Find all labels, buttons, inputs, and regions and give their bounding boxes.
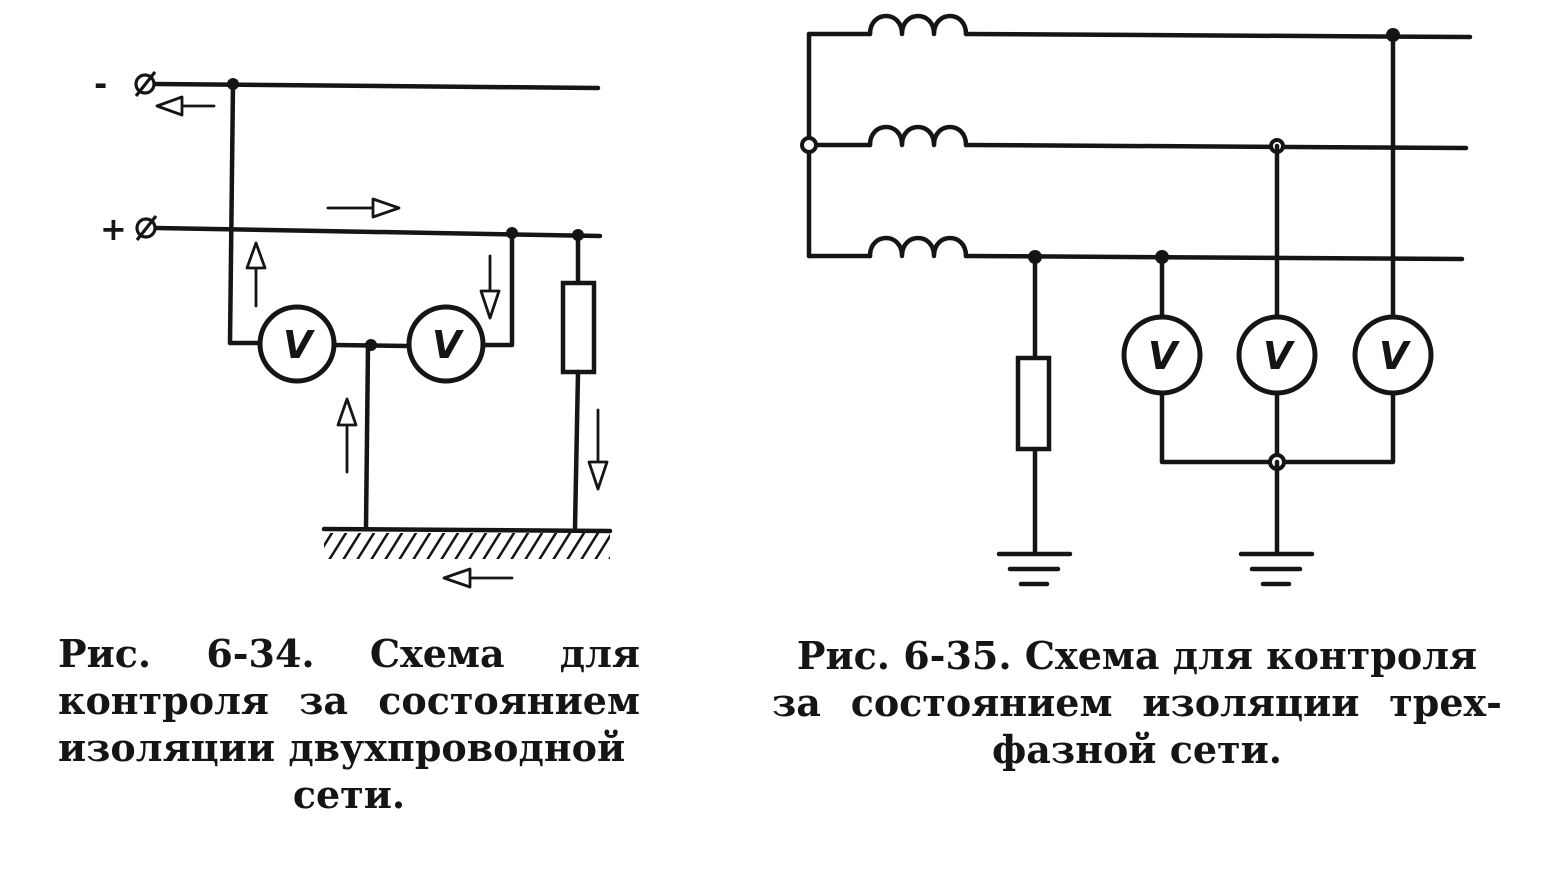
figure-6-35-diagram: V V V [800, 13, 1473, 587]
voltmeter-2-label: V [432, 323, 464, 367]
caption-line: контроля за состоянием [58, 677, 640, 724]
voltmeter-c: V [1121, 314, 1203, 396]
caption-word: состоянием [378, 678, 640, 723]
caption-word: для [559, 631, 640, 676]
caption-word: изоляции [1142, 680, 1360, 725]
insulation-resistor [560, 280, 597, 375]
earth-ground-symbol [321, 526, 613, 559]
positive-branch-wire [480, 230, 515, 348]
arrow-left-icon [442, 567, 514, 589]
caption-line: фазной сети. [992, 727, 1282, 772]
positive-wire [153, 225, 603, 239]
caption-line: изоляции двухпроводной [58, 725, 626, 770]
plus-sign: + [100, 210, 127, 248]
caption-word: контроля [58, 678, 269, 723]
voltmeter-a: V [1352, 314, 1434, 396]
arrow-left-icon [155, 95, 216, 117]
caption-line: Рис. 6-34. Схема для [58, 630, 640, 677]
caption-line: сети. [292, 772, 406, 817]
voltmeter-1-label: V [283, 323, 315, 367]
caption-word: Рис. [58, 631, 152, 676]
caption-word: 6-34. [206, 631, 315, 676]
phase-wire-c [806, 235, 1465, 262]
negative-branch-wire [227, 81, 263, 346]
phase-wire-b [806, 124, 1469, 151]
arrow-right-icon [326, 197, 401, 219]
arrow-down-icon [587, 408, 609, 491]
ground-wire [363, 342, 371, 531]
figure-6-34-caption: Рис. 6-34. Схема для контроля за состоян… [58, 630, 640, 818]
figure-6-35-caption: Рис. 6-35. Схема для контроля за состоян… [772, 632, 1502, 773]
caption-word: Схема [369, 631, 505, 676]
arrow-up-icon [245, 241, 267, 308]
caption-word: за [772, 680, 821, 725]
voltmeter-1: V [257, 304, 337, 384]
caption-word: состоянием [850, 680, 1113, 725]
neutral-node [800, 136, 818, 154]
minus-terminal: - [94, 65, 157, 103]
resistor-lead-bottom [572, 369, 581, 531]
voltmeter-c-label: V [1148, 334, 1180, 378]
caption-word: за [299, 678, 349, 723]
voltmeter-a-label: V [1379, 334, 1411, 378]
figure-6-34-diagram: - + V V [94, 65, 613, 589]
minus-sign: - [94, 65, 107, 103]
caption-line: за состоянием изоляции трех- [772, 679, 1502, 726]
voltmeter-b-label: V [1263, 334, 1295, 378]
voltmeter-2: V [406, 304, 486, 384]
insulation-resistor [1015, 355, 1052, 452]
voltmeter-b: V [1236, 314, 1318, 396]
arrow-down-icon [479, 254, 501, 320]
arrow-up-icon [336, 397, 358, 474]
junction-node [572, 229, 584, 241]
plus-terminal: + [100, 210, 158, 248]
junction-node [506, 227, 518, 239]
ground-icon [1238, 551, 1315, 587]
phase-wire-a [806, 13, 1473, 40]
caption-word: трех- [1389, 680, 1502, 725]
ground-icon [996, 551, 1073, 587]
junction-node [227, 78, 239, 90]
negative-wire [152, 81, 601, 91]
caption-line: Рис. 6-35. Схема для контроля [796, 633, 1478, 678]
